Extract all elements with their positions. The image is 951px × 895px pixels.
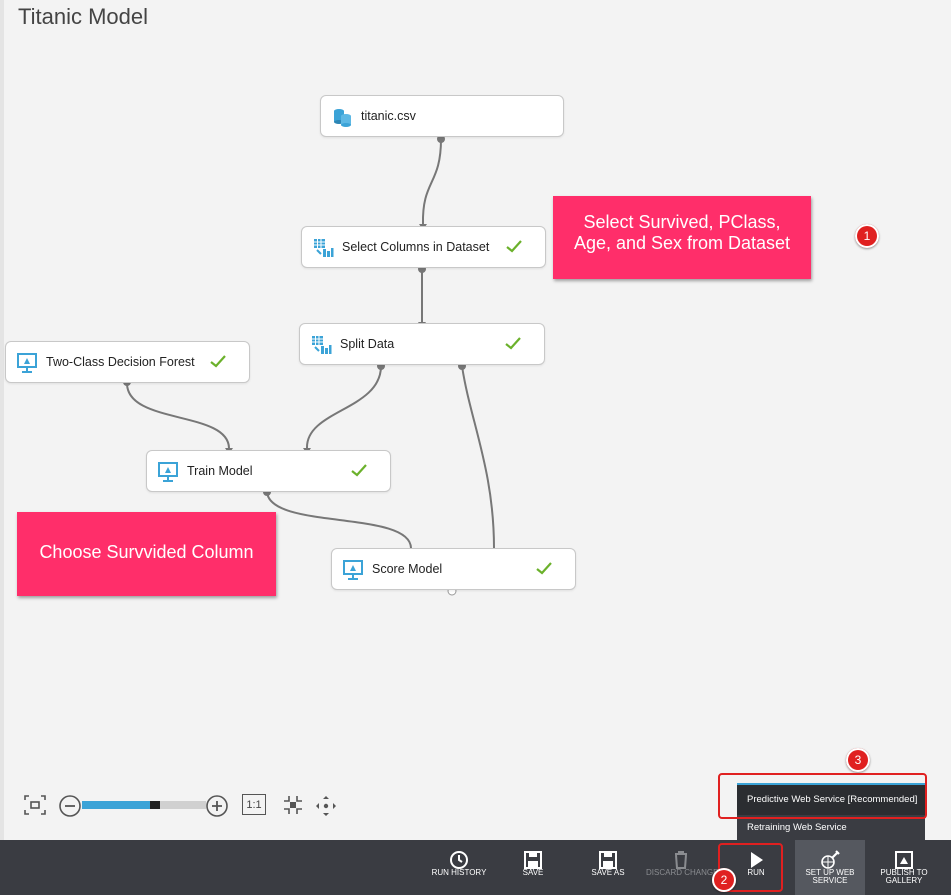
pan-icon[interactable] xyxy=(314,792,338,818)
edge-split-score xyxy=(461,365,495,549)
node-split-data[interactable]: Split Data xyxy=(299,323,545,365)
clock-icon xyxy=(450,851,468,869)
node-label: Train Model xyxy=(187,464,253,478)
zoom-in-icon[interactable] xyxy=(205,792,229,818)
zoom-out-icon[interactable] xyxy=(58,792,82,818)
run-history-button[interactable]: RUN HISTORY xyxy=(424,840,494,895)
check-icon xyxy=(506,240,522,253)
web-service-menu: Predictive Web Service [Recommended] Ret… xyxy=(737,783,925,841)
save-icon xyxy=(524,851,542,869)
transform-icon xyxy=(314,239,334,257)
highlight-box-run xyxy=(718,843,783,892)
edge-train-score xyxy=(266,491,412,549)
save-label: SAVE xyxy=(522,868,544,877)
step-badge-3: 3 xyxy=(846,748,870,772)
node-score-model[interactable]: Score Model xyxy=(331,548,576,590)
save-as-icon xyxy=(599,851,617,869)
canvas-left-border xyxy=(0,0,4,840)
zoom-slider-fill xyxy=(82,801,151,809)
trash-icon xyxy=(675,851,687,869)
check-icon xyxy=(351,464,367,477)
node-titanic-csv[interactable]: titanic.csv xyxy=(320,95,564,137)
model-icon xyxy=(343,560,363,580)
node-label: Two-Class Decision Forest xyxy=(46,355,195,369)
edge-split-train xyxy=(305,365,382,449)
gallery-icon xyxy=(895,851,913,869)
model-icon xyxy=(158,462,178,482)
fit-selection-icon[interactable] xyxy=(280,792,306,818)
zoom-slider-handle[interactable] xyxy=(150,801,161,809)
fit-to-screen-icon[interactable] xyxy=(22,792,48,818)
run-button[interactable]: RUN xyxy=(721,840,791,895)
bottom-toolbar: RUN HISTORY SAVE SAVE AS DISCARD CHANGES… xyxy=(0,840,951,895)
set-up-web-service-label: SET UP WEB SERVICE xyxy=(805,868,855,885)
node-label: Select Columns in Dataset xyxy=(342,240,490,254)
save-button[interactable]: SAVE xyxy=(498,840,568,895)
zoom-slider[interactable] xyxy=(82,801,206,809)
actual-size-label: 1:1 xyxy=(246,799,262,811)
node-train-model[interactable]: Train Model xyxy=(146,450,391,492)
play-icon xyxy=(751,852,763,868)
highlight-box-menu xyxy=(718,773,927,819)
check-icon xyxy=(505,337,521,350)
node-label: Score Model xyxy=(372,562,443,576)
node-two-class-decision-forest[interactable]: Two-Class Decision Forest xyxy=(5,341,250,383)
node-label: titanic.csv xyxy=(361,109,416,123)
menu-item-retraining-web-service[interactable]: Retraining Web Service xyxy=(747,822,847,833)
node-select-columns[interactable]: Select Columns in Dataset xyxy=(301,226,546,268)
edge-forest-train xyxy=(125,381,230,449)
callout-choose-column: Choose Survvided Column xyxy=(17,512,276,596)
set-up-web-service-button[interactable]: SET UP WEB SERVICE xyxy=(795,840,865,895)
run-label: RUN xyxy=(747,868,765,877)
model-icon xyxy=(17,353,37,373)
step-badge-1: 1 xyxy=(855,224,879,248)
actual-size-button[interactable]: 1:1 xyxy=(242,794,266,815)
node-label: Split Data xyxy=(340,337,395,351)
check-icon xyxy=(210,355,226,368)
check-icon xyxy=(536,562,552,575)
transform-icon xyxy=(312,336,332,354)
dataset-icon xyxy=(334,109,351,127)
callout-select-columns: Select Survived, PClass, Age, and Sex fr… xyxy=(553,196,811,279)
page-title: Titanic Model xyxy=(18,4,149,29)
save-as-label: SAVE AS xyxy=(591,868,625,877)
publish-to-gallery-button[interactable]: PUBLISH TO GALLERY xyxy=(869,840,939,895)
discard-changes-label: DISCARD CHANGES xyxy=(646,868,718,877)
edge-titanic-select xyxy=(421,138,442,225)
run-history-label: RUN HISTORY xyxy=(431,868,487,877)
discard-changes-button[interactable]: DISCARD CHANGES xyxy=(646,840,718,895)
save-as-button[interactable]: SAVE AS xyxy=(573,840,643,895)
step-badge-2: 2 xyxy=(712,868,736,892)
publish-to-gallery-label: PUBLISH TO GALLERY xyxy=(880,868,928,885)
zoom-controls: 1:1 xyxy=(20,792,350,818)
menu-item-predictive-web-service[interactable]: Predictive Web Service [Recommended] xyxy=(737,783,925,815)
wrench-globe-icon xyxy=(821,850,840,869)
